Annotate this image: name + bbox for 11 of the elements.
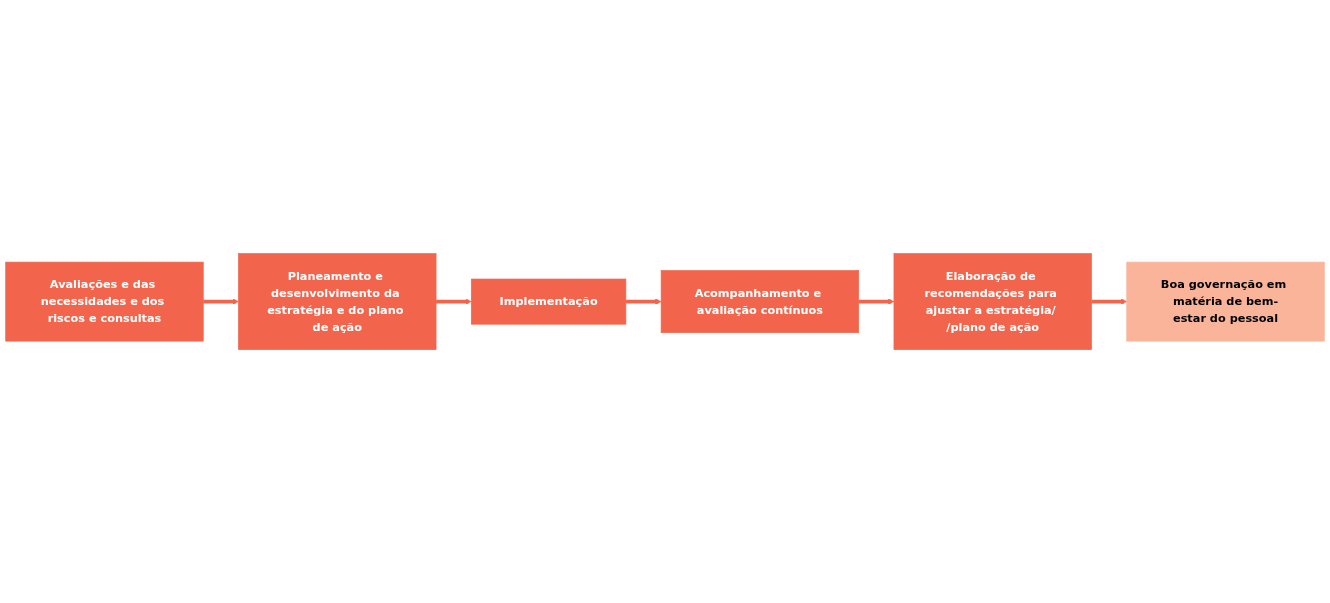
node-box: Planeamento e desenvolvimento da estratégia e do plano de ação — [238, 253, 437, 350]
arrow — [436, 298, 472, 305]
arrow — [625, 298, 662, 305]
arrow — [1091, 298, 1128, 305]
node-box: Acompanhamento e avaliação contínuos — [660, 270, 860, 333]
arrow — [858, 298, 895, 305]
node-box: Boa governação em matéria de bem-estar do pessoal — [1126, 261, 1325, 342]
node-box: Implementação — [470, 278, 627, 325]
node-box: Avaliações e das necessidades e dos riscos e consultas — [5, 261, 204, 342]
node-box: Elaboração de recomendações para ajustar a estratégia/ /plano de ação — [893, 253, 1092, 350]
arrow — [203, 298, 239, 305]
